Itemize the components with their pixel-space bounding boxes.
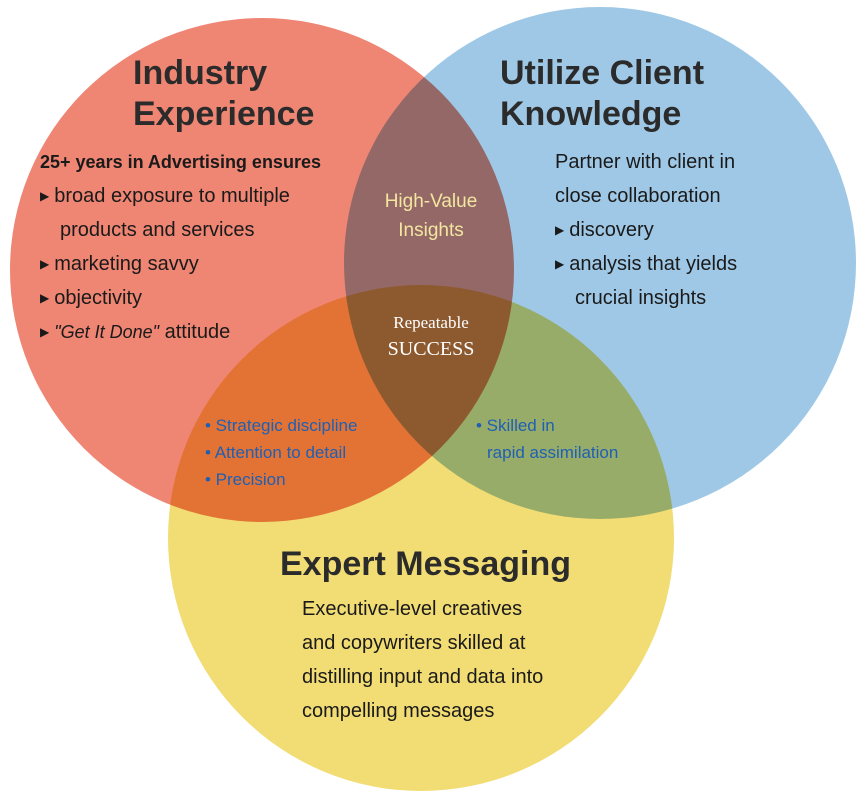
industry-title-line2: Experience	[133, 95, 315, 133]
messaging-line-2: and copywriters skilled at	[302, 632, 526, 654]
rapid-assimilation-item: rapid assimilation	[487, 443, 619, 462]
expert-messaging-circle	[168, 285, 674, 791]
attention-to-detail-item: • Attention to detail	[205, 443, 347, 462]
triangle-right-icon: ▶	[40, 189, 50, 203]
precision-item: • Precision	[205, 470, 286, 489]
strategic-discipline-item: • Strategic discipline	[205, 416, 358, 435]
skilled-in-item: • Skilled in	[476, 416, 555, 435]
industry-bullet-2: ▶marketing savvy	[40, 253, 199, 275]
industry-messaging-overlap-list: • Strategic discipline • Attention to de…	[205, 412, 357, 493]
messaging-title: Expert Messaging	[280, 545, 571, 583]
messaging-text-block: Executive-level creatives and copywriter…	[302, 592, 543, 728]
messaging-line-4: compelling messages	[302, 700, 495, 722]
triangle-right-icon: ▶	[40, 257, 50, 271]
industry-title: Industry Experience	[133, 53, 314, 135]
client-bullet-1: ▶discovery	[555, 219, 654, 241]
repeatable-success-label: Repeatable SUCCESS	[355, 311, 507, 363]
client-intro-line1: Partner with client in	[555, 151, 736, 173]
high-value-line2: Insights	[398, 220, 464, 241]
triangle-right-icon: ▶	[40, 325, 50, 339]
high-value-line1: High-Value	[384, 191, 478, 212]
industry-bullet-3: ▶objectivity	[40, 287, 143, 309]
success-text: SUCCESS	[387, 338, 475, 360]
industry-bullet-1: ▶broad exposure to multiple	[40, 185, 290, 207]
triangle-right-icon: ▶	[555, 223, 565, 237]
industry-intro: 25+ years in Advertising ensures	[40, 152, 321, 172]
repeatable-text: Repeatable	[393, 313, 469, 332]
client-bullet-2: ▶analysis that yields	[555, 253, 738, 275]
messaging-line-1: Executive-level creatives	[302, 598, 523, 620]
industry-title-line1: Industry	[133, 54, 268, 92]
messaging-line-3: distilling input and data into	[302, 666, 544, 688]
triangle-right-icon: ▶	[40, 291, 50, 305]
client-title: Utilize Client Knowledge	[500, 53, 704, 135]
industry-bullet-1-cont: products and services	[60, 219, 255, 241]
client-messaging-overlap-list: • Skilled in rapid assimilation	[476, 412, 618, 466]
high-value-insights-label: High-Value Insights	[355, 187, 507, 245]
industry-bullet-4: ▶"Get It Done" attitude	[40, 321, 231, 343]
industry-text-block: 25+ years in Advertising ensures ▶broad …	[40, 145, 370, 349]
client-bullet-2-cont: crucial insights	[575, 287, 707, 309]
client-title-line1: Utilize Client	[500, 54, 705, 92]
client-title-line2: Knowledge	[500, 95, 682, 133]
client-text-block: Partner with client in close collaborati…	[555, 145, 815, 315]
triangle-right-icon: ▶	[555, 257, 565, 271]
client-intro-line2: close collaboration	[555, 185, 721, 207]
